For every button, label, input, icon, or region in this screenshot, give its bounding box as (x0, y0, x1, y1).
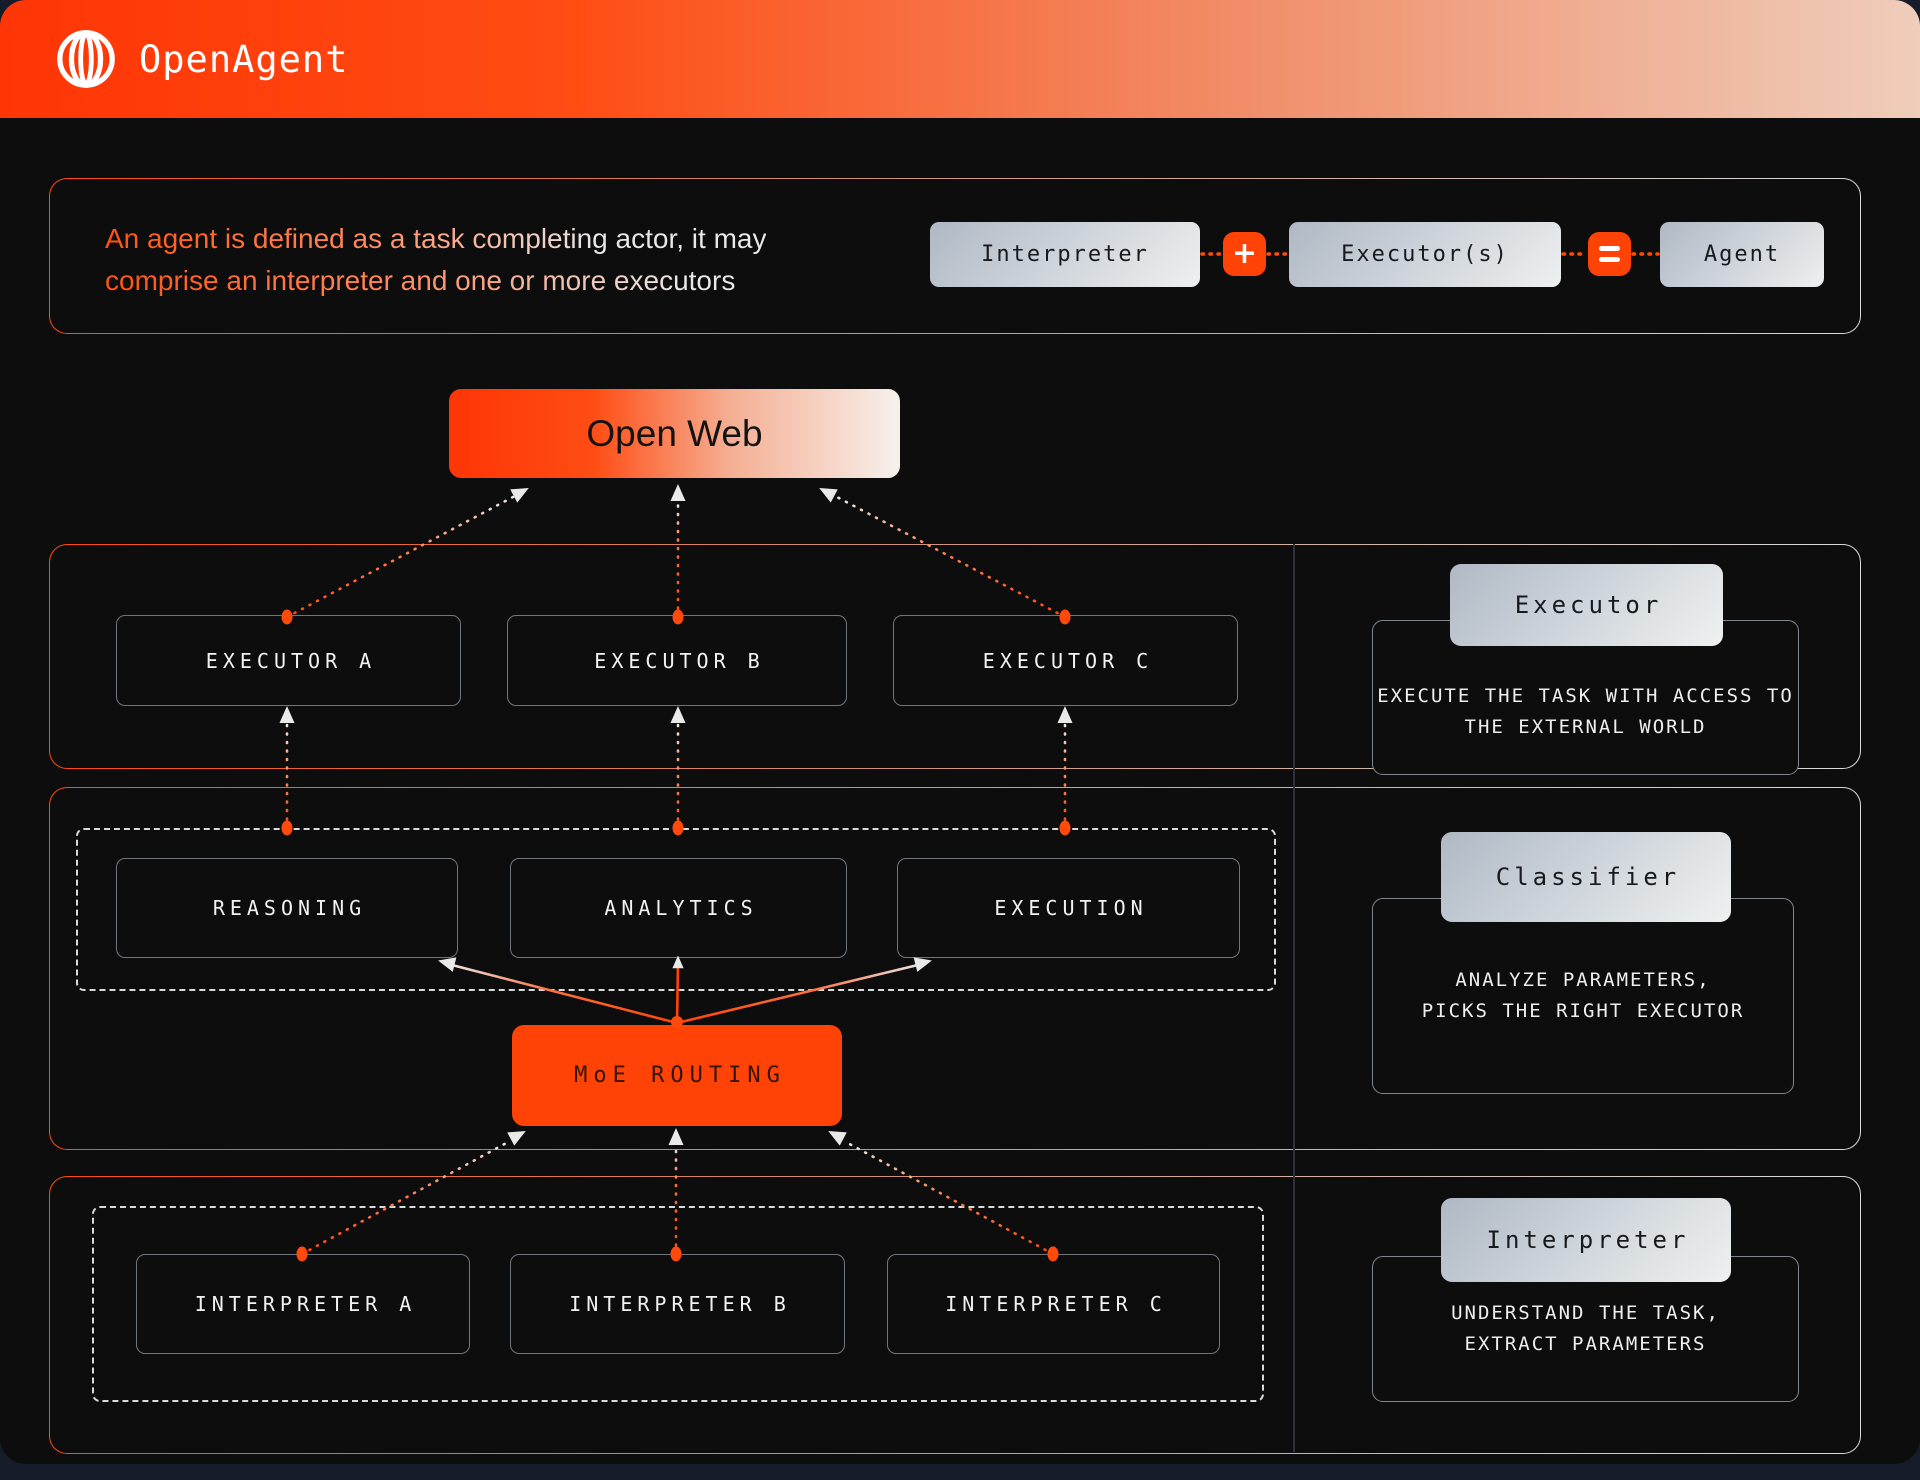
interpreter-card-line-1: UNDERSTAND THE TASK, (1451, 1302, 1720, 1324)
bottom-strip (0, 1464, 1920, 1480)
interpreter-dashed-container (92, 1206, 1264, 1402)
definition-line-2: comprise an interpreter and one or more … (105, 260, 766, 302)
interpreter-card-title: Interpreter (1441, 1198, 1731, 1282)
reasoning-node: REASONING (116, 858, 458, 958)
openagent-rings-icon (57, 30, 115, 88)
executor-card-title: Executor (1450, 564, 1723, 646)
equation-executors-box: Executor(s) (1289, 222, 1561, 287)
execution-node: EXECUTION (897, 858, 1240, 958)
open-web-node: Open Web (449, 389, 900, 478)
classifier-card-description: ANALYZE PARAMETERS, PICKS THE RIGHT EXEC… (1372, 898, 1794, 1094)
executor-a-node: EXECUTOR A (116, 615, 461, 706)
classifier-card-line-1: ANALYZE PARAMETERS, (1455, 969, 1711, 991)
interpreter-a-node: INTERPRETER A (136, 1254, 470, 1354)
equation-agent-box: Agent (1660, 222, 1824, 287)
equation-interpreter-box: Interpreter (930, 222, 1200, 287)
analytics-node: ANALYTICS (510, 858, 847, 958)
brand-name: OpenAgent (139, 37, 349, 81)
classifier-card-title: Classifier (1441, 832, 1731, 922)
interpreter-b-node: INTERPRETER B (510, 1254, 845, 1354)
interpreter-card-line-2: EXTRACT PARAMETERS (1464, 1333, 1707, 1355)
executor-card-line-1: EXECUTE THE TASK WITH ACCESS TO (1377, 684, 1794, 707)
equals-icon (1588, 232, 1631, 276)
executor-c-node: EXECUTOR C (893, 615, 1238, 706)
interpreter-c-node: INTERPRETER C (887, 1254, 1220, 1354)
definition-line-1: An agent is defined as a task completing… (105, 218, 766, 260)
moe-routing-node: MoE ROUTING (512, 1025, 842, 1126)
executor-card-line-2: THE EXTERNAL WORLD (1464, 715, 1707, 738)
classifier-card-line-2: PICKS THE RIGHT EXECUTOR (1421, 1000, 1745, 1022)
definition-text: An agent is defined as a task completing… (105, 218, 766, 302)
panel-vertical-divider (1293, 544, 1295, 1452)
plus-icon: + (1223, 232, 1266, 276)
header-bar: OpenAgent (0, 0, 1920, 118)
executor-b-node: EXECUTOR B (507, 615, 847, 706)
